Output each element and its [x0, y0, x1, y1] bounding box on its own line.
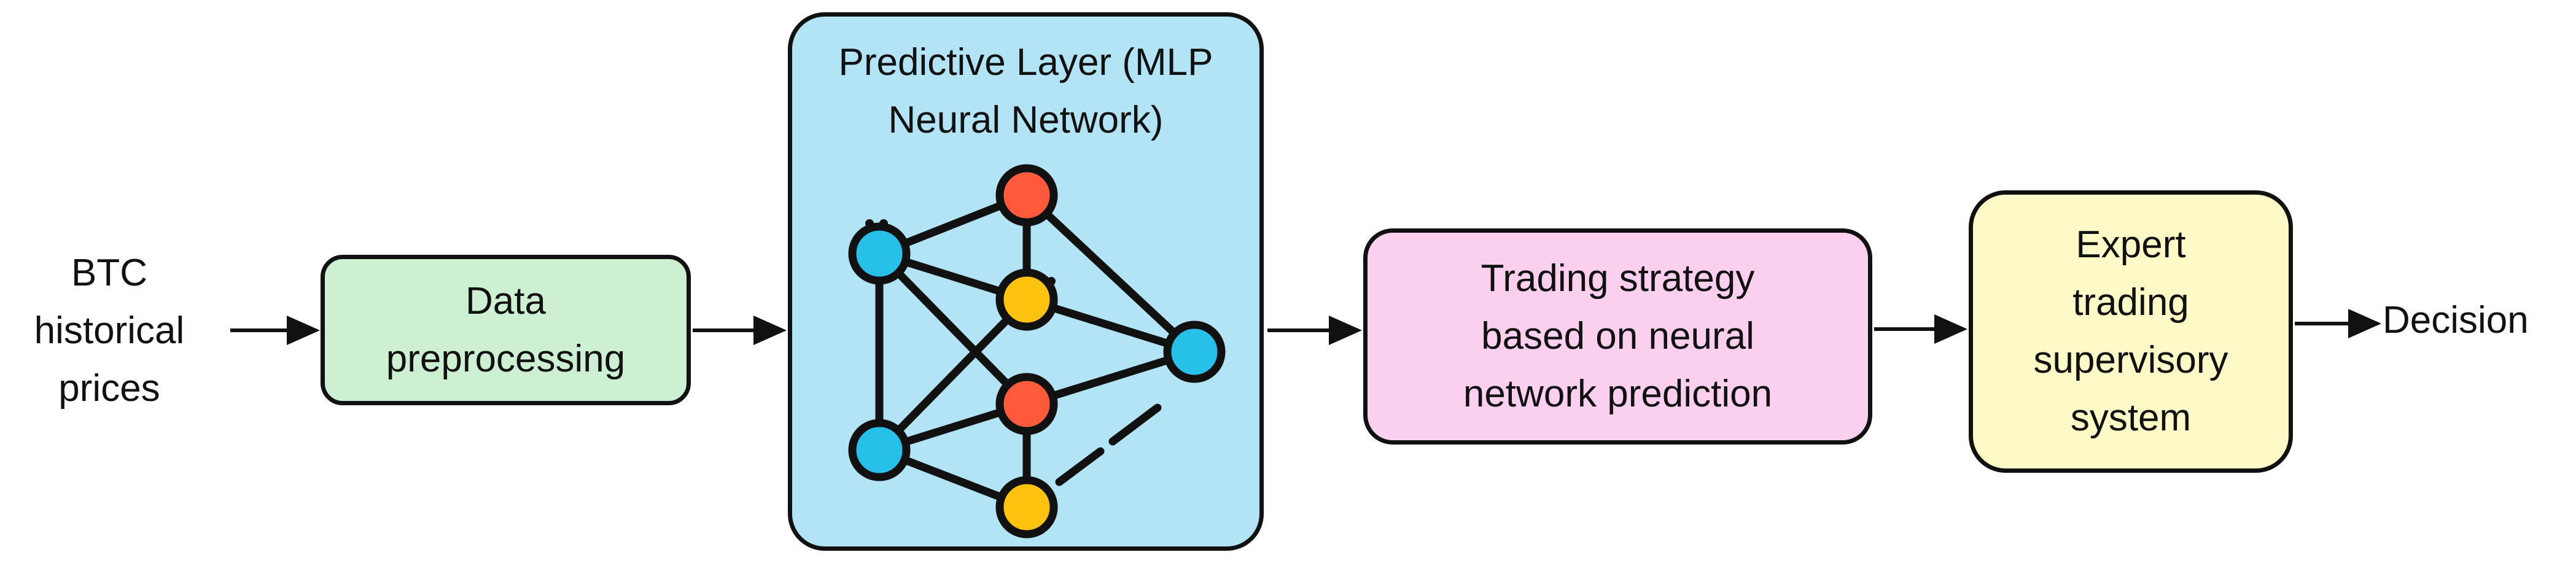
- hidden-node: [995, 373, 1058, 435]
- edge: [875, 295, 1031, 454]
- decision-label: Decision: [2383, 299, 2529, 341]
- data-preprocessing-label: Data preprocessing: [386, 279, 626, 380]
- output-label: Decision: [2383, 292, 2573, 349]
- input-node: [848, 222, 911, 285]
- input-label: BTC historical prices: [0, 244, 219, 418]
- trading-strategy-box: Trading strategy based on neural network…: [1363, 228, 1872, 445]
- hidden-node: [995, 268, 1058, 331]
- data-preprocessing-box: Data preprocessing: [321, 255, 691, 405]
- hidden-node: [995, 476, 1058, 538]
- input-label-text: BTC historical prices: [34, 252, 185, 410]
- input-node: [848, 419, 911, 481]
- hidden-node: [995, 164, 1058, 227]
- output-node: [1163, 321, 1226, 383]
- expert-supervisory-label: Expert trading supervisory system: [2033, 223, 2228, 439]
- edge: [875, 249, 1031, 408]
- edge: [1055, 447, 1105, 486]
- edge: [1108, 403, 1162, 446]
- predictive-layer-label: Predictive Layer (MLP Neural Network): [838, 41, 1213, 141]
- expert-supervisory-box: Expert trading supervisory system: [1969, 190, 2293, 473]
- trading-strategy-label: Trading strategy based on neural network…: [1463, 257, 1773, 415]
- edge: [1022, 191, 1199, 356]
